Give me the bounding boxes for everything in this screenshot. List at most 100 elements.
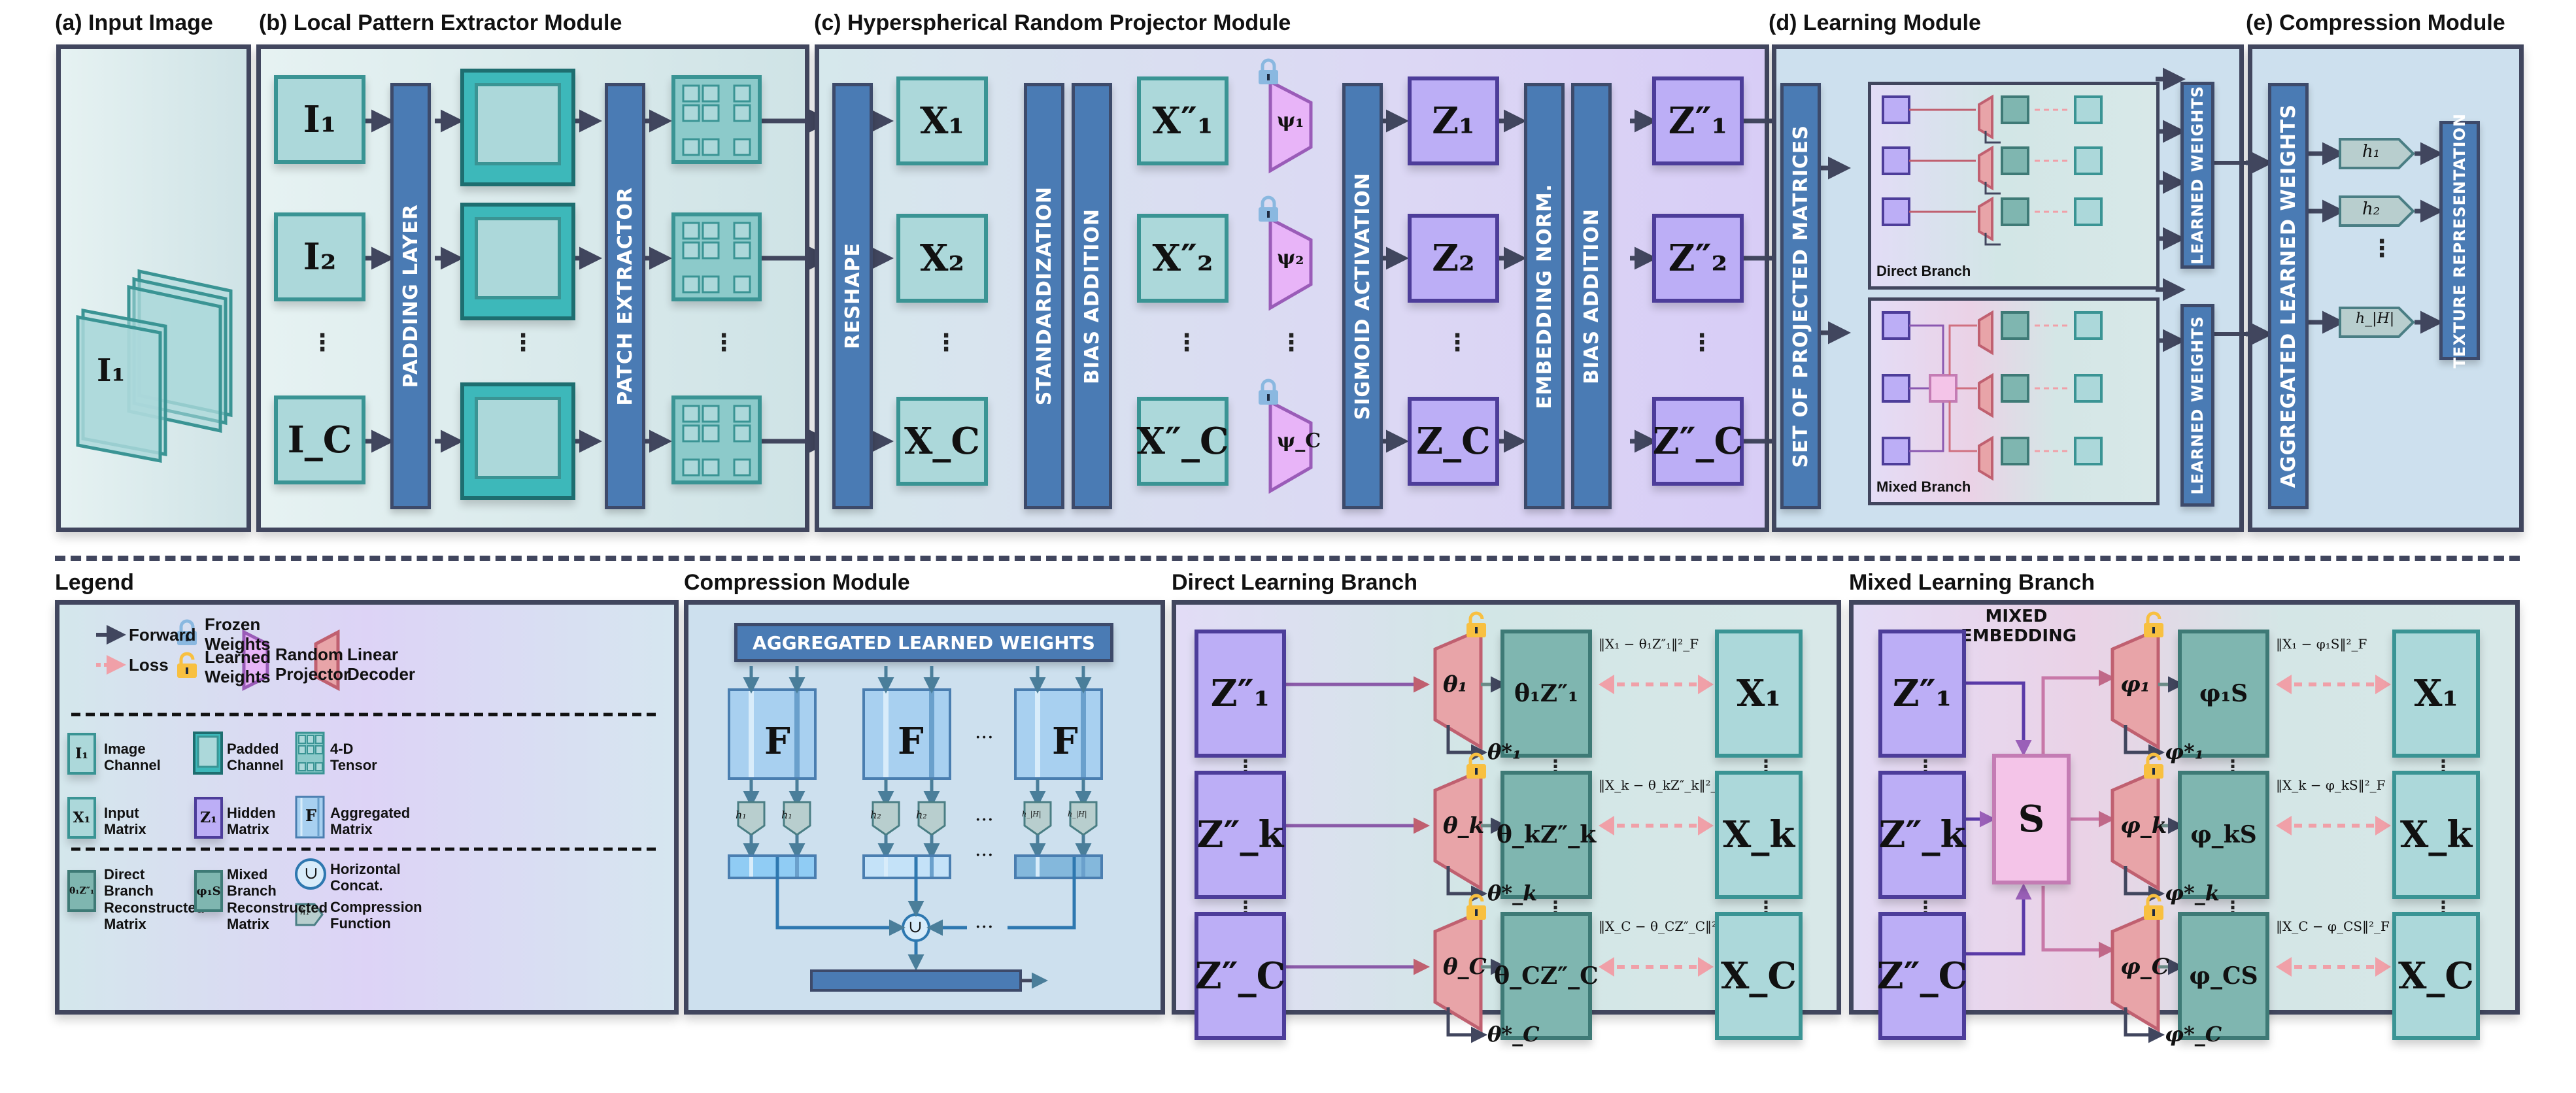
aggregated-matrix-f-2: F bbox=[898, 720, 924, 763]
matrix-symbol: X₁ bbox=[920, 99, 964, 143]
matrix-symbol: Z″_C bbox=[1876, 954, 1968, 998]
projector-psi-c: ψ_C bbox=[1277, 429, 1321, 452]
linear-decoder-icon bbox=[314, 629, 340, 692]
matrix-symbol: X″_C bbox=[1136, 420, 1229, 463]
embedding-norm-bar: EMBEDDING NORM. bbox=[1524, 83, 1565, 509]
recon-symbol: φ_kS bbox=[2190, 821, 2257, 849]
recon-symbol: φ_CS bbox=[2189, 962, 2258, 990]
function-label: h_|H| bbox=[1068, 810, 1087, 818]
standardization-label: STANDARDIZATION bbox=[1032, 186, 1056, 406]
ellipsis: ⋮ bbox=[1690, 329, 1714, 356]
legend-4d-tensor: 4-D Tensor bbox=[330, 741, 377, 774]
tensor-4d-1 bbox=[671, 75, 762, 164]
function-label: h₁ bbox=[781, 809, 792, 821]
projected-matrix-1: Z″_k bbox=[1195, 771, 1286, 899]
padded-channel-icon bbox=[193, 731, 223, 775]
compression-function-icon bbox=[1023, 801, 1052, 836]
input-matrix-1: X₁ bbox=[896, 76, 988, 165]
reconstructed-matrix-1: θ_kZ″_k bbox=[1497, 771, 1596, 899]
matrix-symbol: X_C bbox=[904, 420, 981, 463]
legend-learned-weights: Learned Weights bbox=[205, 647, 271, 686]
bias-addition-label: BIAS ADDITION bbox=[1580, 208, 1603, 384]
matrix-symbol: X_C bbox=[1720, 954, 1797, 998]
legend-mixed-recon-icon: φ₁S bbox=[194, 870, 223, 912]
aggregated-matrix-block bbox=[1014, 688, 1103, 780]
panel-hyperspherical-projector: RESHAPE X₁ X₂ ⋮ X_C STANDARDIZATION BIAS… bbox=[815, 44, 1796, 532]
matrix-symbol: Z₁ bbox=[1432, 99, 1475, 143]
matrix-symbol: X_k bbox=[1722, 813, 1795, 856]
legend-padded-channel: Padded Channel bbox=[227, 741, 284, 774]
compressed-vector bbox=[728, 854, 817, 879]
mixed-embedding-label: MIXED EMBEDDING bbox=[1961, 607, 2077, 646]
matrix-symbol: Z″₂ bbox=[1668, 237, 1728, 280]
decoder-label: θ_k bbox=[1443, 813, 1485, 839]
compression-function-icon bbox=[1069, 801, 1098, 836]
ellipsis: ··· bbox=[975, 726, 994, 749]
ellipsis: ⋮ bbox=[1446, 329, 1469, 356]
mixed-branch-mini-diagram bbox=[1882, 310, 2103, 481]
learned-weights-bar-mixed: LEARNED WEIGHTS bbox=[2180, 304, 2214, 507]
mixed-embedding-s: S bbox=[1992, 754, 2071, 884]
matrix-symbol: Z_C bbox=[1416, 420, 1491, 463]
optimal-weights-label: φ*_C bbox=[2165, 1022, 2222, 1047]
legend-concat-symbol: ∪ bbox=[304, 864, 318, 883]
title-hyperspherical-module: (c) Hyperspherical Random Projector Modu… bbox=[814, 10, 1291, 35]
aggregated-matrix-block bbox=[862, 688, 951, 780]
learned-weights-label: LEARNED WEIGHTS bbox=[2188, 316, 2207, 495]
title-learning-module: (d) Learning Module bbox=[1769, 10, 1981, 35]
bias-addition-bar-2: BIAS ADDITION bbox=[1571, 83, 1612, 509]
matrix-symbol: Z″₁ bbox=[1892, 672, 1952, 715]
set-of-projected-matrices-bar: SET OF PROJECTED MATRICES bbox=[1780, 83, 1821, 509]
aggregated-matrix-icon bbox=[295, 796, 325, 839]
aggregated-learned-weights-label: AGGREGATED LEARNED WEIGHTS bbox=[2277, 104, 2300, 488]
icon-symbol: X₁ bbox=[73, 809, 91, 826]
matrix-symbol: X_k bbox=[2399, 813, 2473, 856]
projector-psi-2: ψ₂ bbox=[1277, 246, 1304, 269]
function-label: h_|H| bbox=[1022, 810, 1042, 818]
direct-branch-box: Direct Branch bbox=[1868, 82, 2160, 290]
title-compression-module: (e) Compression Module bbox=[2246, 10, 2505, 35]
matrix-symbol: X₁ bbox=[2414, 672, 2458, 715]
projected-matrix-2: Z″_C bbox=[1876, 912, 1968, 1040]
legend-random-projector: Random Projector bbox=[275, 645, 350, 684]
matrix-symbol: X_C bbox=[2398, 954, 2475, 998]
legend-direct-recon: Direct Branch Reconstructed Matrix bbox=[104, 866, 205, 932]
panel-input-image: I₁ bbox=[56, 44, 251, 532]
reconstructed-matrix-2: θ_CZ″_C bbox=[1494, 912, 1599, 1040]
projected-matrix-0: Z″₁ bbox=[1878, 630, 1966, 758]
matrix-symbol: Z″_k bbox=[1196, 813, 1284, 856]
reshape-bar: RESHAPE bbox=[832, 83, 873, 509]
compression-function-hH: h_|H| bbox=[2356, 311, 2395, 327]
loss-formula: ‖X_C − θ_CZ″_C‖²_F bbox=[1599, 918, 1733, 934]
aggregated-learned-weights-hbar: AGGREGATED LEARNED WEIGHTS bbox=[734, 623, 1113, 662]
mixed-branch-graphics bbox=[1966, 611, 2391, 1043]
compression-function-shapes bbox=[2339, 138, 2415, 338]
tensor-4d-c bbox=[671, 395, 762, 484]
matrix-symbol: X″₂ bbox=[1152, 237, 1213, 280]
reconstructed-matrix-0: θ₁Z″₁ bbox=[1500, 630, 1592, 758]
matrix-symbol: X″₁ bbox=[1152, 99, 1213, 143]
tensor-4d-2 bbox=[671, 212, 762, 301]
recon-symbol: φ₁S bbox=[2199, 680, 2248, 707]
target-input-matrix-0: X₁ bbox=[2392, 630, 2480, 758]
compression-function-icon bbox=[737, 801, 766, 836]
standardization-bar: STANDARDIZATION bbox=[1024, 83, 1064, 509]
compression-function-icon bbox=[917, 801, 946, 836]
legend-compression-symbol: h₁ bbox=[300, 907, 310, 917]
decoder-label: θ₁ bbox=[1443, 671, 1468, 698]
learned-weights-label: LEARNED WEIGHTS bbox=[2188, 86, 2207, 265]
panel-learning-module: SET OF PROJECTED MATRICES Direct Branch … bbox=[1772, 44, 2260, 532]
compression-function-h1: h₁ bbox=[2362, 142, 2381, 161]
compression-arrows bbox=[2246, 138, 2443, 346]
projected-matrix-c: Z″_C bbox=[1652, 397, 1744, 486]
local-pattern-arrows bbox=[365, 109, 832, 453]
icon-symbol: φ₁S bbox=[196, 884, 221, 898]
legend-forward: Forward bbox=[129, 625, 196, 645]
panel-compression-detail: AGGREGATED LEARNED WEIGHTS F F ··· F h₁ … bbox=[684, 600, 1165, 1015]
padded-channel-2 bbox=[460, 203, 575, 320]
compression-detail-graphics bbox=[728, 666, 1103, 992]
ellipsis: ··· bbox=[975, 916, 994, 939]
aggregated-matrix-block bbox=[728, 688, 817, 780]
function-label: h₁ bbox=[736, 809, 747, 821]
